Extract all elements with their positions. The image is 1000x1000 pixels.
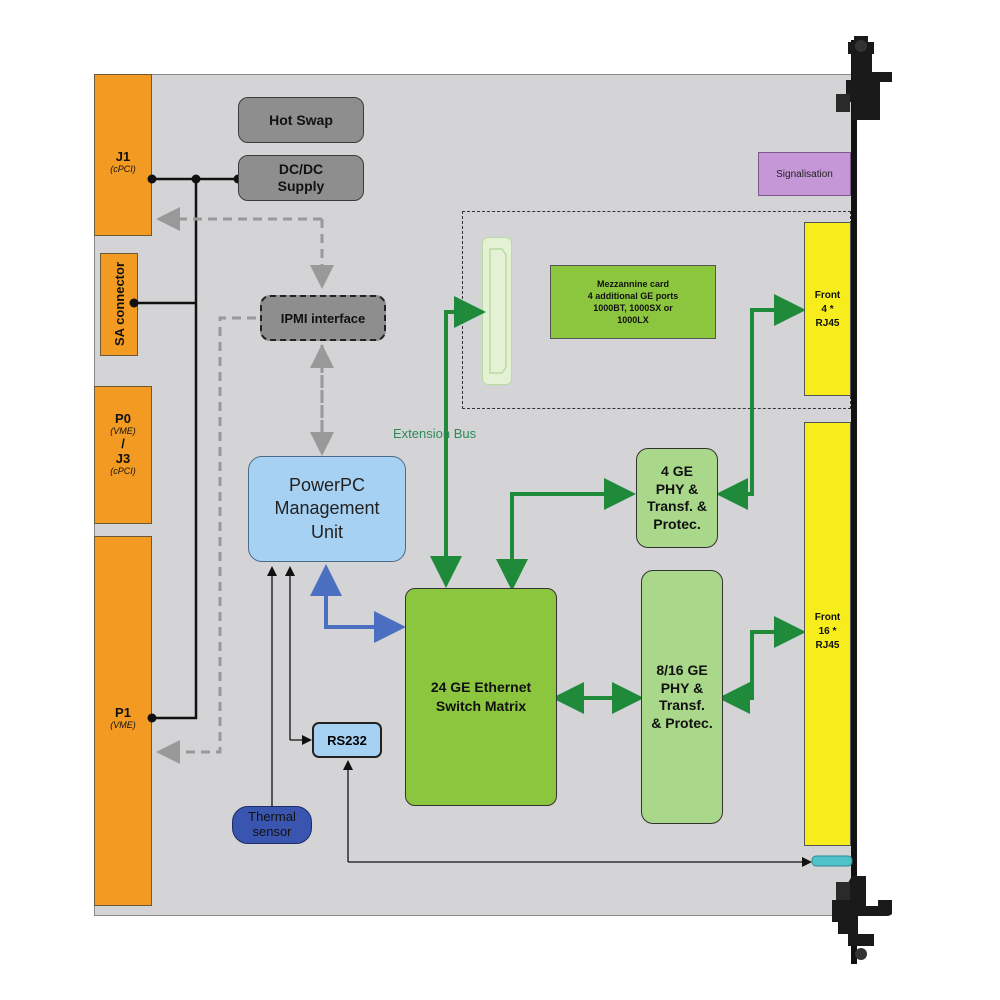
thermal-line1: Thermal [248, 809, 296, 825]
ipmi-interface-block: IPMI interface [260, 295, 386, 341]
signalisation-block: Signalisation [758, 152, 851, 196]
mezzanine-card-block: Mezzannine card 4 additional GE ports 10… [550, 265, 716, 339]
mezz-line2: 4 additional GE ports [587, 290, 679, 301]
j3-title: J3 [115, 451, 131, 466]
serial-port-indicator [811, 855, 853, 867]
phy4-line3: Transf. & [647, 498, 707, 514]
ethernet-switch-matrix: 24 GE Ethernet Switch Matrix [405, 588, 557, 806]
front4-line2: 4 * [821, 304, 834, 315]
p1-title: P1 [115, 705, 131, 720]
phy16-line4: & Protec. [651, 714, 713, 731]
hot-swap-label: Hot Swap [269, 111, 333, 128]
power-bus-junctions [129, 174, 243, 723]
bottom-ejector-handle-icon [832, 876, 892, 960]
ethernet-links [430, 294, 806, 714]
front4-line3: RJ45 [815, 318, 840, 329]
phy16-line1: 8/16 GE [656, 662, 708, 678]
ppc-line3: Unit [310, 521, 343, 542]
dcdc-line1: DC/DC [278, 161, 324, 178]
mezz-line3: 1000BT, 1000SX or [593, 303, 673, 313]
ppc-switch-link [324, 575, 406, 643]
ppc-line2: Management [274, 498, 380, 519]
phy16-line3: Transf. [659, 697, 705, 713]
front16-line2: 16 * [818, 626, 837, 637]
rs232-block: RS232 [312, 722, 382, 758]
p0-subtitle: (VME) [110, 426, 136, 436]
j1-connector: J1 (cPCI) [94, 74, 152, 236]
p0-title: P0 [115, 411, 131, 426]
powerpc-management-unit: PowerPC Management Unit [248, 456, 406, 562]
switch-line1: 24 GE Ethernet [430, 679, 532, 696]
mezzanine-slot-connector-icon [489, 248, 507, 374]
mezzanine-slot [482, 237, 512, 385]
phy-4ge-block: 4 GE PHY & Transf. & Protec. [636, 448, 718, 548]
front16-line3: RJ45 [815, 640, 840, 651]
switch-line2: Switch Matrix [435, 698, 527, 714]
j1-title: J1 [115, 149, 131, 164]
thermal-sensor-block: Thermal sensor [232, 806, 312, 844]
phy4-line4: Protec. [653, 515, 701, 532]
power-bus-lines [134, 177, 238, 720]
p1-subtitle: (VME) [110, 720, 136, 730]
serial-links [267, 566, 812, 867]
p0-j3-connector: P0 (VME) / J3 (cPCI) [94, 386, 152, 524]
mezz-line1: Mezzannine card [596, 278, 670, 289]
front-16-rj45-panel: Front 16 * RJ45 [804, 422, 851, 846]
dcdc-line2: Supply [277, 178, 325, 194]
mezz-line4: 1000LX [617, 315, 649, 326]
hot-swap-block: Hot Swap [238, 97, 364, 143]
thermal-line2: sensor [252, 824, 292, 839]
front-panel-rail [851, 40, 857, 964]
front4-line1: Front [814, 290, 841, 301]
ipmi-links [156, 207, 334, 764]
phy16-line2: PHY & [660, 679, 704, 696]
ipmi-label: IPMI interface [280, 310, 366, 326]
phy4-line1: 4 GE [661, 463, 693, 479]
ppc-line1: PowerPC [288, 474, 366, 495]
dcdc-supply-block: DC/DC Supply [238, 155, 364, 201]
rs232-label: RS232 [327, 732, 367, 748]
front16-line1: Front [814, 612, 841, 623]
extension-bus-label: Extension Bus [393, 426, 477, 441]
phy-8-16ge-block: 8/16 GE PHY & Transf. & Protec. [641, 570, 723, 824]
top-ejector-handle-icon [836, 36, 892, 120]
phy4-line2: PHY & [655, 480, 699, 497]
p0-slash: / [121, 436, 125, 451]
front-4-rj45-panel: Front 4 * RJ45 [804, 222, 851, 396]
j3-subtitle: (cPCI) [110, 466, 136, 476]
j1-subtitle: (cPCI) [110, 164, 136, 174]
signalisation-label: Signalisation [776, 168, 833, 180]
